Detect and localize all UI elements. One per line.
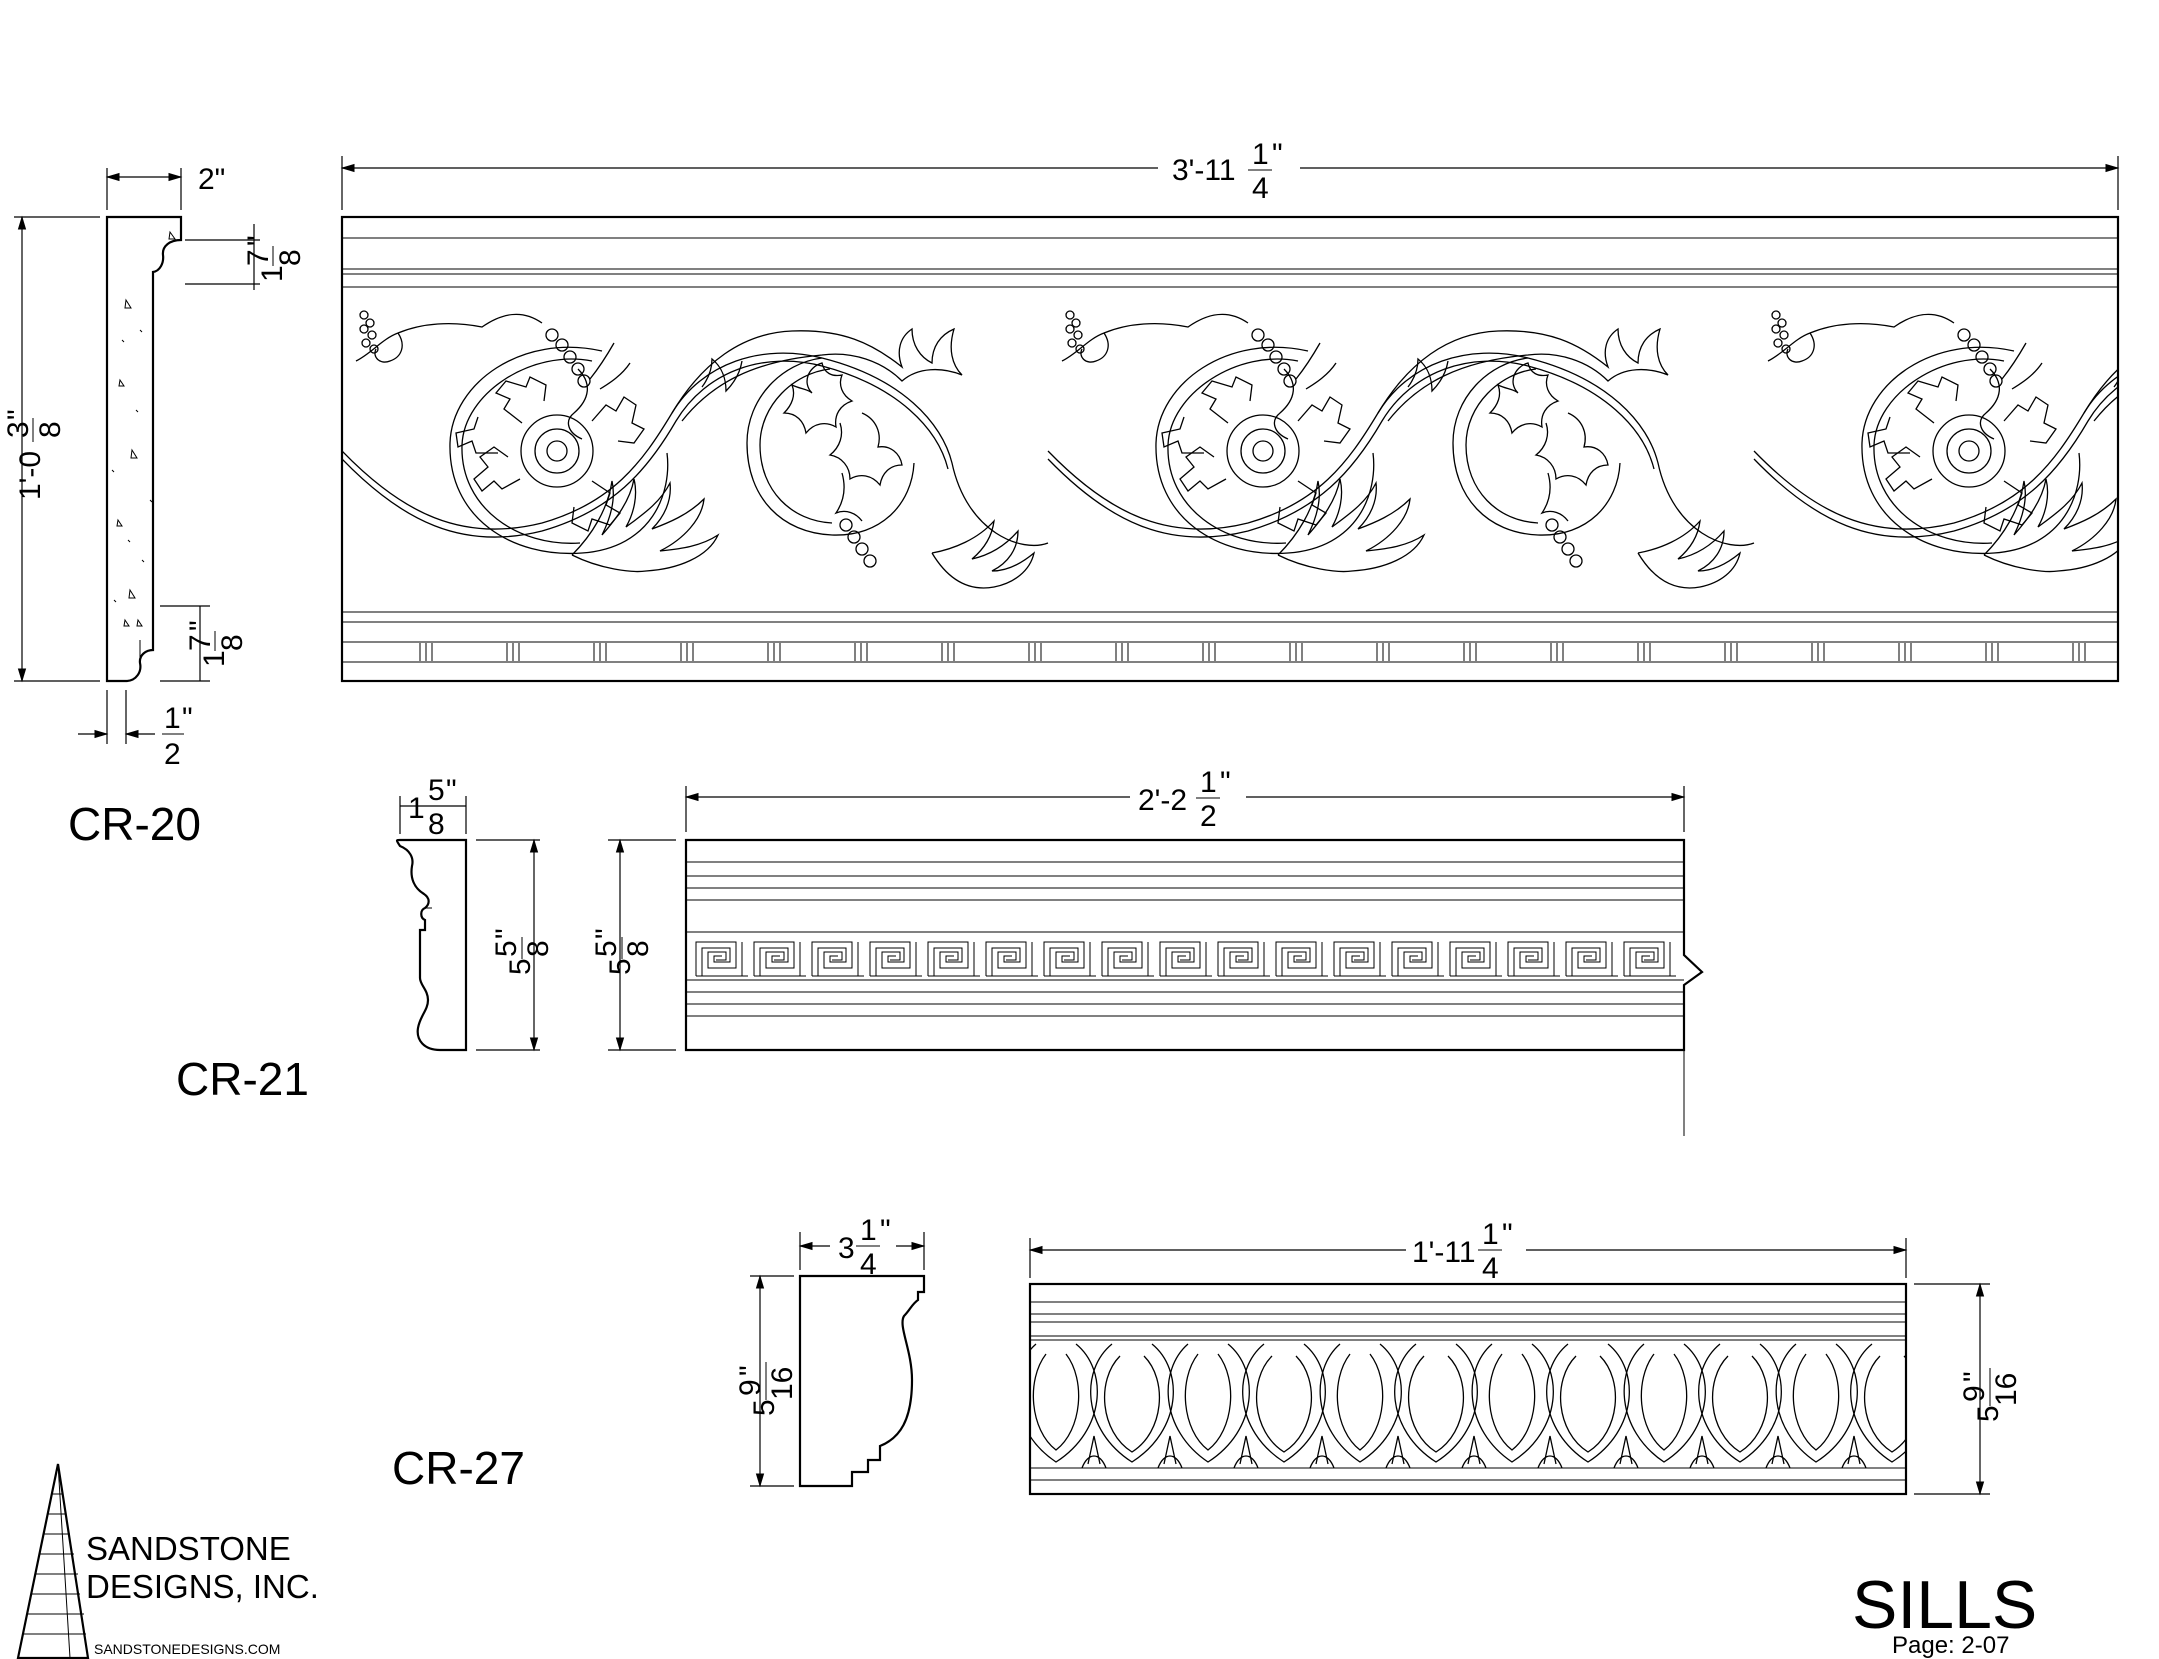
egg-and-dart-band bbox=[1030, 1343, 1906, 1468]
svg-text:1: 1 bbox=[164, 702, 181, 735]
cr21-elevation bbox=[684, 838, 1704, 1136]
cr21-depth-dim: 1 5 8 " bbox=[408, 774, 457, 841]
svg-text:2'-2: 2'-2 bbox=[1138, 784, 1187, 817]
svg-text:5: 5 bbox=[490, 940, 523, 957]
svg-text:": " bbox=[1502, 1218, 1513, 1251]
svg-text:1: 1 bbox=[1252, 138, 1269, 171]
svg-text:": " bbox=[242, 235, 275, 246]
cr21-group: 1 5 8 " 5 5 8 " 5 5 8 " CR-21 bbox=[176, 766, 1704, 1136]
cr20-bead-ticks bbox=[419, 643, 2086, 661]
pyramid-icon bbox=[16, 1463, 90, 1659]
svg-text:16: 16 bbox=[1990, 1373, 2023, 1406]
cr27-group: 3 1 4 " 5 9 16 " CR-27 bbox=[392, 1214, 2023, 1496]
svg-text:8: 8 bbox=[522, 940, 555, 957]
svg-text:": " bbox=[490, 928, 523, 939]
page-number: Page: 2-07 bbox=[1892, 1632, 2009, 1659]
company-name-line1: SANDSTONE bbox=[86, 1530, 291, 1567]
svg-text:5: 5 bbox=[428, 774, 445, 807]
svg-text:8: 8 bbox=[428, 808, 445, 841]
svg-text:16: 16 bbox=[766, 1367, 799, 1400]
greek-key-band bbox=[695, 941, 1677, 977]
cr20-profile bbox=[105, 215, 183, 683]
svg-text:5: 5 bbox=[748, 1399, 781, 1416]
svg-text:8: 8 bbox=[622, 940, 655, 957]
cr27-length-dim: 1'-11 1 4 " bbox=[1412, 1218, 1513, 1285]
svg-text:5: 5 bbox=[604, 958, 637, 975]
svg-text:9: 9 bbox=[1958, 1385, 1991, 1402]
svg-text:3: 3 bbox=[2, 421, 35, 438]
cr20-elevation bbox=[340, 215, 2120, 683]
sheet-title: SILLS bbox=[1852, 1567, 2037, 1643]
svg-text:7: 7 bbox=[184, 634, 217, 651]
cr21-profile bbox=[395, 838, 468, 1052]
acanthus-scroll-ornament bbox=[342, 310, 2118, 589]
svg-text:5: 5 bbox=[504, 958, 537, 975]
svg-text:": " bbox=[590, 928, 623, 939]
svg-text:1: 1 bbox=[256, 265, 289, 282]
svg-text:8: 8 bbox=[34, 421, 67, 438]
cr20-bottom-band-dim: 1 7 8 " bbox=[184, 620, 249, 667]
svg-text:1: 1 bbox=[860, 1214, 877, 1247]
svg-text:": " bbox=[2, 409, 35, 420]
cr27-profile bbox=[798, 1274, 926, 1488]
svg-text:5: 5 bbox=[590, 940, 623, 957]
svg-text:": " bbox=[880, 1214, 891, 1247]
svg-text:1'-0: 1'-0 bbox=[14, 451, 47, 500]
svg-text:2: 2 bbox=[1200, 800, 1217, 833]
cr20-length-dim: 3'-11 1 4 " bbox=[1172, 138, 1283, 205]
cr21-label: CR-21 bbox=[176, 1053, 309, 1105]
svg-text:5: 5 bbox=[1972, 1405, 2005, 1422]
svg-text:1: 1 bbox=[198, 650, 231, 667]
cr27-profile-height-dim: 5 9 16 " bbox=[734, 1362, 799, 1416]
company-logo: SANDSTONE DESIGNS, INC. SANDSTONEDESIGNS… bbox=[16, 1463, 319, 1659]
svg-text:8: 8 bbox=[274, 249, 307, 266]
cr20-depth-dim: 2" bbox=[198, 163, 225, 196]
cr20-top-band-dim: 1 7 8 " bbox=[242, 235, 307, 282]
svg-text:": " bbox=[1272, 138, 1283, 171]
cr27-elevation-height-dim: 5 9 16 " bbox=[1958, 1368, 2023, 1422]
svg-text:": " bbox=[1958, 1371, 1991, 1382]
svg-text:1'-11: 1'-11 bbox=[1412, 1236, 1476, 1269]
svg-text:": " bbox=[446, 774, 457, 807]
svg-text:3'-11: 3'-11 bbox=[1172, 154, 1236, 187]
cr27-depth-dim: 3 1 4 " bbox=[838, 1214, 891, 1281]
svg-text:7: 7 bbox=[242, 249, 275, 266]
svg-text:": " bbox=[184, 620, 217, 631]
cr21-elevation-height-dim: 5 5 8 " bbox=[590, 928, 655, 975]
cr20-label: CR-20 bbox=[68, 798, 201, 850]
cr20-height-dim: 1'-0 3 8 " bbox=[2, 409, 67, 500]
svg-text:4: 4 bbox=[1482, 1252, 1499, 1285]
svg-text:8: 8 bbox=[216, 634, 249, 651]
svg-text:": " bbox=[734, 1365, 767, 1376]
company-website: SANDSTONEDESIGNS.COM bbox=[94, 1641, 280, 1657]
svg-text:1: 1 bbox=[408, 792, 425, 825]
cr20-base-offset-dim: 1 2 " bbox=[162, 702, 193, 771]
cr27-label: CR-27 bbox=[392, 1442, 525, 1494]
company-name-line2: DESIGNS, INC. bbox=[86, 1568, 319, 1605]
cr21-profile-height-dim: 5 5 8 " bbox=[490, 928, 555, 975]
svg-text:2: 2 bbox=[164, 738, 181, 771]
svg-text:4: 4 bbox=[860, 1248, 877, 1281]
svg-text:": " bbox=[182, 702, 193, 735]
cr27-elevation bbox=[1028, 1282, 1908, 1496]
svg-text:9: 9 bbox=[734, 1379, 767, 1396]
svg-text:4: 4 bbox=[1252, 172, 1269, 205]
svg-text:": " bbox=[1220, 766, 1231, 799]
svg-text:3: 3 bbox=[838, 1232, 855, 1265]
cr21-length-dim: 2'-2 1 2 " bbox=[1138, 766, 1231, 833]
svg-text:1: 1 bbox=[1482, 1218, 1499, 1251]
cr20-group: 2" 1'-0 3 8 " 1 7 8 " 1 7 bbox=[2, 138, 2120, 850]
svg-text:1: 1 bbox=[1200, 766, 1217, 799]
